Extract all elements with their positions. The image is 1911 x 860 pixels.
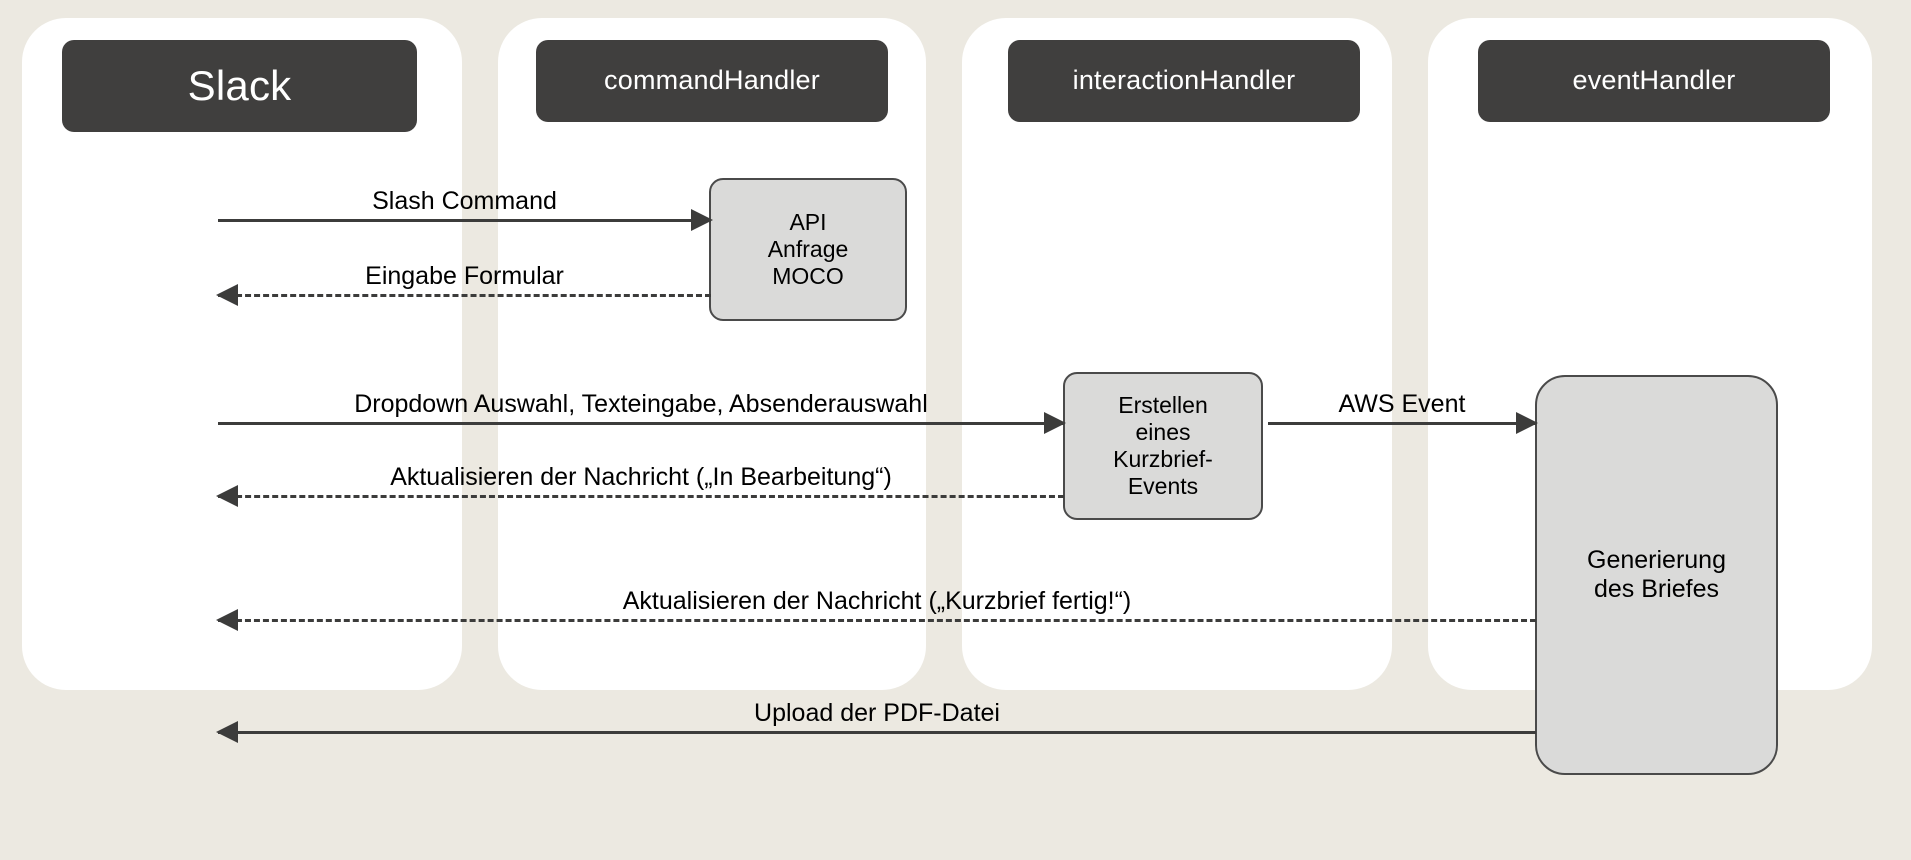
message-label: AWS Event: [1338, 390, 1466, 418]
lifeline-slack: [462, 0, 498, 860]
message-line-solid: [1268, 422, 1536, 425]
process-box-line: des Briefes: [1593, 575, 1720, 603]
message-in-bearbeitung[interactable]: Aktualisieren der Nachricht („In Bearbei…: [216, 454, 1064, 507]
message-slash-command[interactable]: Slash Command: [218, 178, 713, 231]
message-label: Slash Command: [372, 187, 557, 215]
actor-label-eventhandler: eventHandler: [1572, 65, 1736, 96]
process-box-line: Generierung: [1587, 545, 1726, 574]
message-line-dashed: [218, 495, 1064, 498]
process-box-line: API: [789, 208, 827, 235]
process-box-api-anfrage-moco[interactable]: API Anfrage MOCO: [709, 178, 907, 321]
arrowhead-right-icon: [1044, 412, 1066, 434]
arrowhead-left-icon: [216, 721, 238, 743]
message-eingabe-formular[interactable]: Eingabe Formular: [216, 253, 711, 306]
message-kurzbrief-fertig[interactable]: Aktualisieren der Nachricht („Kurzbrief …: [216, 578, 1536, 631]
process-box-line: Events: [1127, 473, 1199, 500]
arrowhead-right-icon: [1516, 412, 1538, 434]
message-line-solid: [218, 731, 1536, 734]
message-line-dashed: [218, 619, 1536, 622]
process-box-generierung-briefes[interactable]: Generierung des Briefes: [1535, 375, 1778, 775]
arrowhead-left-icon: [216, 485, 238, 507]
message-label: Aktualisieren der Nachricht („Kurzbrief …: [622, 587, 1132, 615]
message-aws-event[interactable]: AWS Event: [1268, 381, 1538, 434]
process-box-line: Erstellen: [1118, 391, 1208, 418]
process-box-line: Anfrage: [767, 235, 849, 262]
actor-header-commandhandler[interactable]: commandHandler: [536, 40, 888, 122]
participant-panel-commandhandler: [498, 18, 926, 690]
actor-label-commandhandler: commandHandler: [604, 65, 820, 96]
message-label: Upload der PDF-Datei: [754, 699, 1000, 727]
process-box-line: Kurzbrief-: [1113, 446, 1213, 472]
lifeline-interactionhandler: [1392, 0, 1428, 860]
arrowhead-left-icon: [216, 609, 238, 631]
actor-label-slack: Slack: [187, 61, 292, 109]
actor-header-eventhandler[interactable]: eventHandler: [1478, 40, 1830, 122]
participant-panel-interactionhandler: [962, 18, 1392, 690]
process-box-kurzbrief-event[interactable]: Erstellen eines Kurzbrief- Events: [1063, 372, 1263, 520]
process-box-line: eines: [1135, 418, 1191, 445]
message-line-solid: [218, 219, 711, 222]
arrowhead-right-icon: [691, 209, 713, 231]
message-label: Dropdown Auswahl, Texteingabe, Absendera…: [354, 390, 928, 418]
process-box-line: MOCO: [772, 263, 844, 290]
message-dropdown-auswahl[interactable]: Dropdown Auswahl, Texteingabe, Absendera…: [218, 381, 1066, 434]
message-label: Eingabe Formular: [365, 262, 564, 290]
message-line-solid: [218, 422, 1064, 425]
actor-header-interactionhandler[interactable]: interactionHandler: [1008, 40, 1360, 122]
message-label: Aktualisieren der Nachricht („In Bearbei…: [390, 463, 892, 491]
lifeline-commandhandler: [926, 0, 962, 860]
message-upload-pdf[interactable]: Upload der PDF-Datei: [216, 690, 1536, 743]
message-line-dashed: [218, 294, 711, 297]
arrowhead-left-icon: [216, 284, 238, 306]
actor-label-interactionhandler: interactionHandler: [1072, 65, 1296, 96]
actor-header-slack[interactable]: Slack: [62, 40, 417, 132]
